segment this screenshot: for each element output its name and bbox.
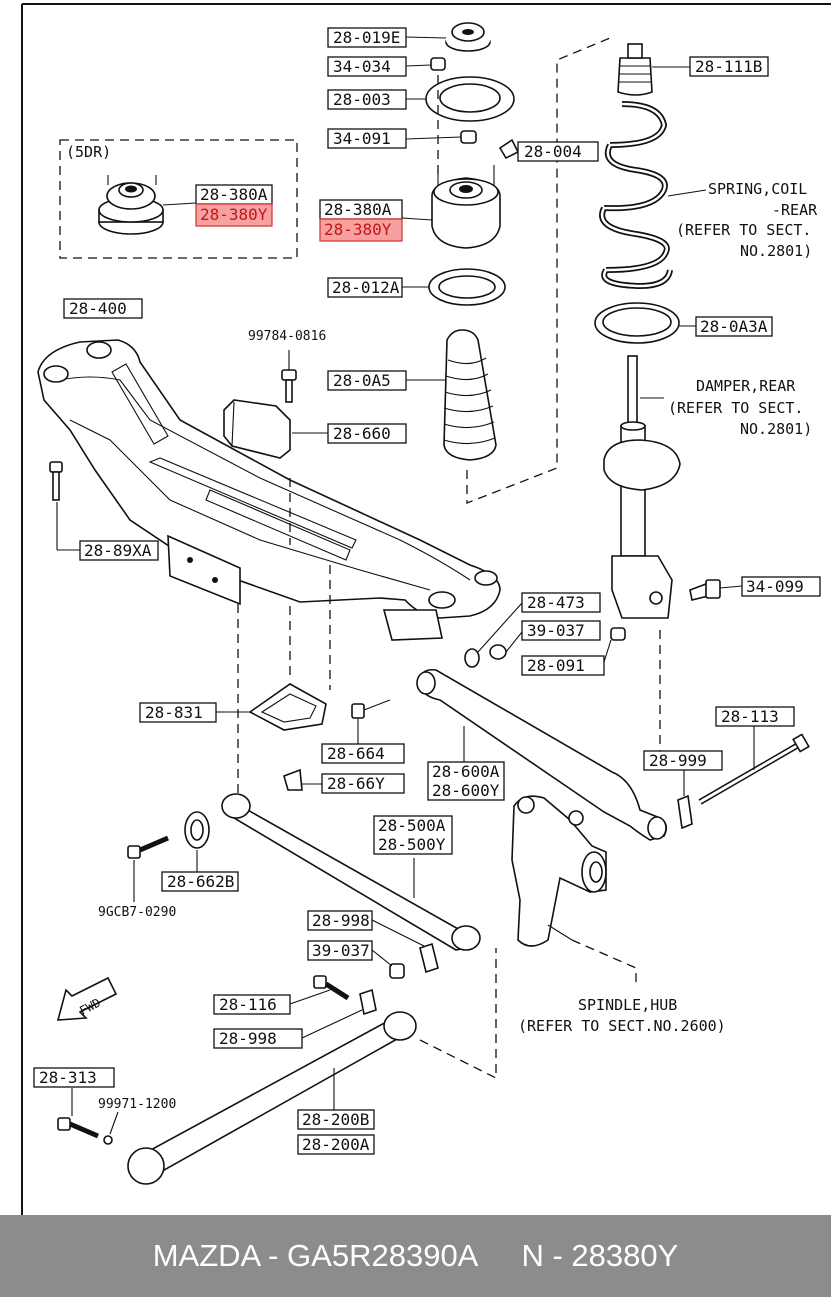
footer-part-number: N - 28380Y xyxy=(521,1238,679,1273)
label-28-380A-5dr: 28-380A xyxy=(200,185,268,204)
label-28-113: 28-113 xyxy=(721,707,779,726)
label-39-037-b: 39-037 xyxy=(312,941,370,960)
label-28-380Y: 28-380Y xyxy=(324,220,392,239)
label-28-831: 28-831 xyxy=(145,703,203,722)
label-28-004: 28-004 xyxy=(524,142,582,161)
part-number-footer: MAZDA - GA5R28390A N - 28380Y xyxy=(0,1215,831,1297)
spring-note-line-4: NO.2801) xyxy=(740,242,812,260)
label-28-662B: 28-662B xyxy=(167,872,234,891)
label-28-660: 28-660 xyxy=(333,424,391,443)
label-9GCB7-0290: 9GCB7-0290 xyxy=(98,905,176,920)
rear-crossmember xyxy=(37,339,501,800)
spindle-note-line-2: (REFER TO SECT.NO.2600) xyxy=(518,1017,726,1035)
damper-note-line-1: DAMPER,REAR xyxy=(696,377,796,395)
label-28-400: 28-400 xyxy=(69,299,127,318)
label-99784-0816: 99784-0816 xyxy=(248,329,326,344)
five-door-note: (5DR) xyxy=(66,143,111,161)
label-28-012A: 28-012A xyxy=(332,278,400,297)
label-28-998-a: 28-998 xyxy=(312,911,370,930)
label-28-380Y-5dr: 28-380Y xyxy=(200,205,268,224)
label-28-66Y: 28-66Y xyxy=(327,774,385,793)
label-28-664: 28-664 xyxy=(327,744,385,763)
label-28-019E: 28-019E xyxy=(333,28,400,47)
label-28-003: 28-003 xyxy=(333,90,391,109)
damper-note-line-2: (REFER TO SECT. xyxy=(668,399,803,417)
spindle-note-line-1: SPINDLE,HUB xyxy=(578,996,677,1014)
spring-damper-assembly xyxy=(594,43,743,770)
label-28-0A3A: 28-0A3A xyxy=(700,317,768,336)
label-28-999: 28-999 xyxy=(649,751,707,770)
label-28-313: 28-313 xyxy=(39,1068,97,1087)
spring-note-line-2: -REAR xyxy=(772,201,818,219)
footer-separator xyxy=(478,1238,521,1274)
label-28-500A: 28-500A xyxy=(378,816,446,835)
footer-oem-number: MAZDA - GA5R28390A xyxy=(152,1238,479,1273)
label-28-380A: 28-380A xyxy=(324,200,392,219)
label-34-034: 34-034 xyxy=(333,57,391,76)
label-39-037-a: 39-037 xyxy=(527,621,585,640)
lower-links xyxy=(56,602,810,1185)
label-28-89XA: 28-89XA xyxy=(84,541,152,560)
label-28-600A: 28-600A xyxy=(432,762,500,781)
label-28-200B: 28-200B xyxy=(302,1110,369,1129)
five-door-inset: (5DR) xyxy=(59,139,298,259)
part-labels: 28-019E 34-034 28-003 34-091 28-004 28-1… xyxy=(33,27,821,1155)
label-34-099: 34-099 xyxy=(746,577,804,596)
label-28-600Y: 28-600Y xyxy=(432,781,500,800)
exploded-parts-diagram: (5DR) xyxy=(21,3,831,1215)
label-28-091: 28-091 xyxy=(527,656,585,675)
spring-note-line-1: SPRING,COIL xyxy=(708,180,807,198)
label-28-998-b: 28-998 xyxy=(219,1029,277,1048)
label-99971-1200: 99971-1200 xyxy=(98,1097,176,1112)
label-28-0A5: 28-0A5 xyxy=(333,371,391,390)
label-28-500Y: 28-500Y xyxy=(378,835,446,854)
damper-note-line-3: NO.2801) xyxy=(740,420,812,438)
label-28-111B: 28-111B xyxy=(695,57,762,76)
label-28-473: 28-473 xyxy=(527,593,585,612)
reference-notes: SPRING,COIL -REAR (REFER TO SECT. NO.280… xyxy=(77,180,818,1035)
mount-top-stack xyxy=(401,22,611,504)
spring-note-line-3: (REFER TO SECT. xyxy=(676,221,811,239)
label-28-200A: 28-200A xyxy=(302,1135,370,1154)
label-28-116: 28-116 xyxy=(219,995,277,1014)
label-34-091: 34-091 xyxy=(333,129,391,148)
